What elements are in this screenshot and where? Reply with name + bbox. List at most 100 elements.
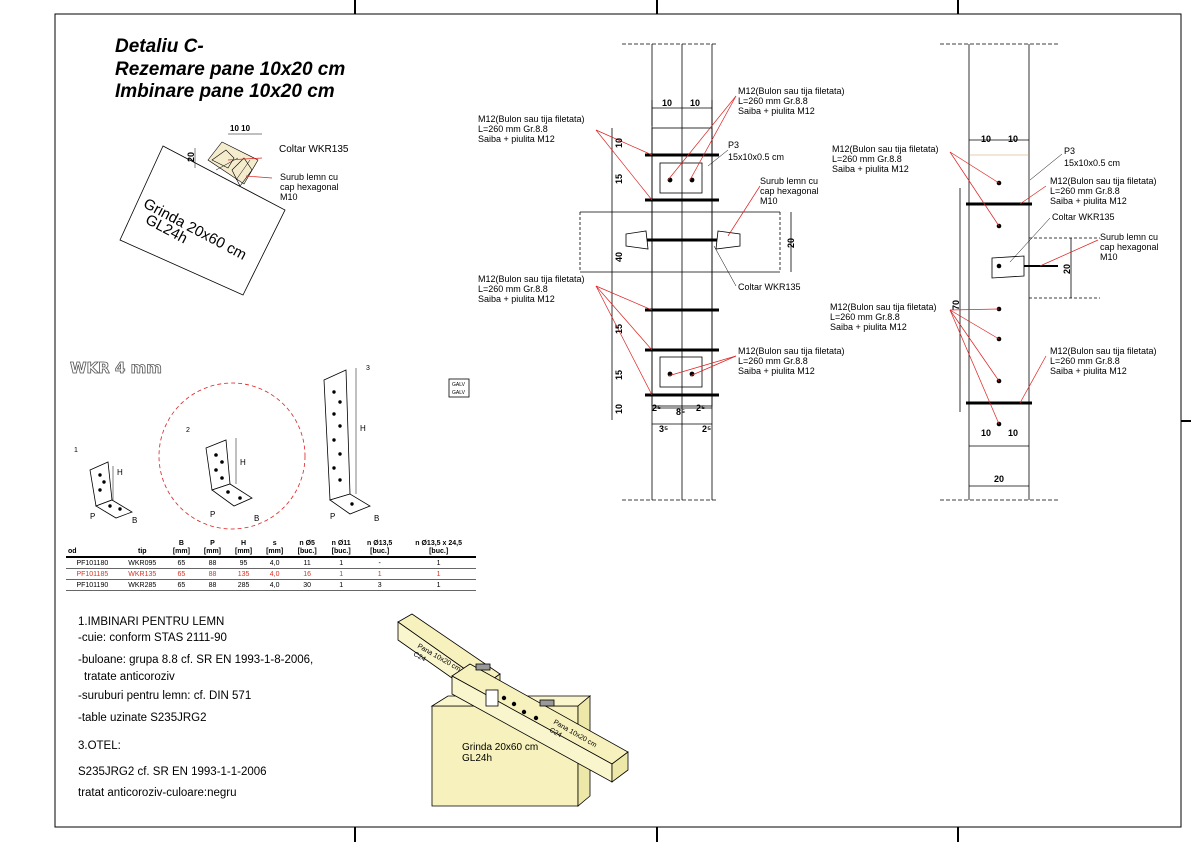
side-dim-10d: 10 xyxy=(1008,428,1019,438)
front-bdim-85: 8⁵ xyxy=(676,407,686,417)
spec-header-cell: s[mm] xyxy=(259,538,291,558)
table-cell: 88 xyxy=(196,557,229,569)
table-cell: 1 xyxy=(358,568,402,580)
bracket-2-drawing xyxy=(205,439,253,507)
side-bolt3-1: M12(Bulon sau tija filetata) xyxy=(830,302,937,312)
note-steel-treatment: tratat anticoroziv-culoare:negru xyxy=(78,787,237,799)
table-cell: PF101180 xyxy=(66,557,119,569)
front-bdim-25b: 2⁵ xyxy=(696,403,706,413)
table-cell: 1 xyxy=(401,568,476,580)
table-cell: WKR095 xyxy=(118,557,166,569)
front-vdim-15c: 15 xyxy=(614,369,624,380)
note-nails: -cuie: conform STAS 2111-90 xyxy=(78,632,227,644)
side-screw-3: M10 xyxy=(1100,252,1118,262)
note-heading-wood: 1.IMBINARI PENTRU LEMN xyxy=(78,616,225,628)
spec-header-cell: od xyxy=(66,538,119,558)
bracket-3-drawing xyxy=(323,369,371,515)
table-row-highlighted: PF101185 WKR135 65 88 135 4,0 16 1 1 1 xyxy=(66,568,476,580)
side-dim-10c: 10 xyxy=(981,428,992,438)
table-cell: 65 xyxy=(165,568,197,580)
side-bolt2-3: Saiba + piulita M12 xyxy=(1050,196,1127,206)
side-bolt3-3: Saiba + piulita M12 xyxy=(830,322,907,332)
small-bracket-label: Coltar WKR135 xyxy=(279,144,349,155)
title-line-3: Imbinare pane 10x20 cm xyxy=(115,81,335,102)
table-cell: 4,0 xyxy=(259,557,291,569)
galv-badge-box xyxy=(448,378,470,398)
small-detail-drawing xyxy=(119,133,286,296)
table-cell: 285 xyxy=(228,579,260,591)
spec-header-cell: P[mm] xyxy=(196,538,229,558)
side-screw-2: cap hexagonal xyxy=(1100,242,1159,252)
small-screw-label-1: Surub lemn cu xyxy=(280,172,339,182)
table-cell: 95 xyxy=(228,557,260,569)
bracket-dim-lines xyxy=(112,368,357,500)
front-screw-3: M10 xyxy=(760,196,778,206)
title-line-1: Detaliu C- xyxy=(115,36,204,57)
table-cell: 1 xyxy=(324,579,359,591)
front-bolt-left2-2: L=260 mm Gr.8.8 xyxy=(478,284,548,294)
side-bolt4-1: M12(Bulon sau tija filetata) xyxy=(1050,346,1157,356)
table-cell: 1 xyxy=(324,568,359,580)
side-bolt3-2: L=260 mm Gr.8.8 xyxy=(830,312,900,322)
iso-beam-grade: GL24h xyxy=(462,753,493,764)
front-vdim-20: 20 xyxy=(786,237,796,248)
side-vdim-20: 20 xyxy=(1062,263,1072,274)
side-bolt1-2: L=260 mm Gr.8.8 xyxy=(832,154,902,164)
table-cell: 16 xyxy=(290,568,325,580)
highlight-circle xyxy=(158,382,306,530)
front-bolt-left2-1: M12(Bulon sau tija filetata) xyxy=(478,274,585,284)
front-bdim-25c: 2⁵ xyxy=(702,424,712,434)
front-bdim-25a: 2⁵ xyxy=(652,403,662,413)
front-dim-10a: 10 xyxy=(662,98,673,108)
side-dim-10a: 10 xyxy=(981,134,992,144)
note-heading-steel: 3.OTEL: xyxy=(78,740,121,752)
note-bolts: -buloane: grupa 8.8 cf. SR EN 1993-1-8-2… xyxy=(78,654,314,666)
front-bolt-top-3: Saiba + piulita M12 xyxy=(738,106,815,116)
table-cell: 4,0 xyxy=(259,579,291,591)
table-cell: 1 xyxy=(324,557,359,569)
catalog-dim-b2: B xyxy=(254,514,260,523)
front-bolt-left1-3: Saiba + piulita M12 xyxy=(478,134,555,144)
front-vdim-15b: 15 xyxy=(614,323,624,334)
side-bolt2-2: L=260 mm Gr.8.8 xyxy=(1050,186,1120,196)
table-cell: 135 xyxy=(228,568,260,580)
side-bolt4-2: L=260 mm Gr.8.8 xyxy=(1050,356,1120,366)
front-p3-1: P3 xyxy=(728,140,740,150)
front-bolt-top-2: L=260 mm Gr.8.8 xyxy=(738,96,808,106)
front-screw-2: cap hexagonal xyxy=(760,186,819,196)
side-bolt4-3: Saiba + piulita M12 xyxy=(1050,366,1127,376)
side-vdim-70: 70 xyxy=(951,299,961,310)
spec-header-cell: B[mm] xyxy=(165,538,197,558)
table-cell: PF101185 xyxy=(66,568,119,580)
front-bolt-bot-3: Saiba + piulita M12 xyxy=(738,366,815,376)
front-bolt-left1-1: M12(Bulon sau tija filetata) xyxy=(478,114,585,124)
table-cell: PF101190 xyxy=(66,579,119,591)
front-vdim-40: 40 xyxy=(614,251,624,262)
catalog-dim-h2: H xyxy=(240,458,246,467)
catalog-dim-b3: B xyxy=(374,514,380,523)
side-p3-2: 15x10x0.5 cm xyxy=(1064,158,1121,168)
bracket-1-drawing xyxy=(89,461,133,519)
table-cell: 88 xyxy=(196,568,229,580)
front-vdim-15a: 15 xyxy=(614,173,624,184)
front-bolt-bot-2: L=260 mm Gr.8.8 xyxy=(738,356,808,366)
catalog-dim-b1: B xyxy=(132,516,138,525)
note-plates: -table uzinate S235JRG2 xyxy=(78,712,207,724)
catalog-dim-p3: P xyxy=(330,512,336,521)
galv-badge-bottom: GALV xyxy=(452,390,465,396)
front-bracket-label: Coltar WKR135 xyxy=(738,282,801,292)
side-bolt1-1: M12(Bulon sau tija filetata) xyxy=(832,144,939,154)
spec-header-cell: n Ø5[buc.] xyxy=(290,538,325,558)
side-bolt1-3: Saiba + piulita M12 xyxy=(832,164,909,174)
spec-header-cell: n Ø11[buc.] xyxy=(324,538,359,558)
side-bolt2-1: M12(Bulon sau tija filetata) xyxy=(1050,176,1157,186)
catalog-dim-h3: H xyxy=(360,424,366,433)
table-cell: 65 xyxy=(165,557,197,569)
note-bolts-treatment: tratate anticoroziv xyxy=(84,671,175,683)
catalog-item-3: 3 xyxy=(366,365,370,372)
front-bdim-35: 3⁵ xyxy=(659,424,669,434)
front-vdim-10a: 10 xyxy=(614,137,624,148)
spec-header-cell: H[mm] xyxy=(228,538,260,558)
